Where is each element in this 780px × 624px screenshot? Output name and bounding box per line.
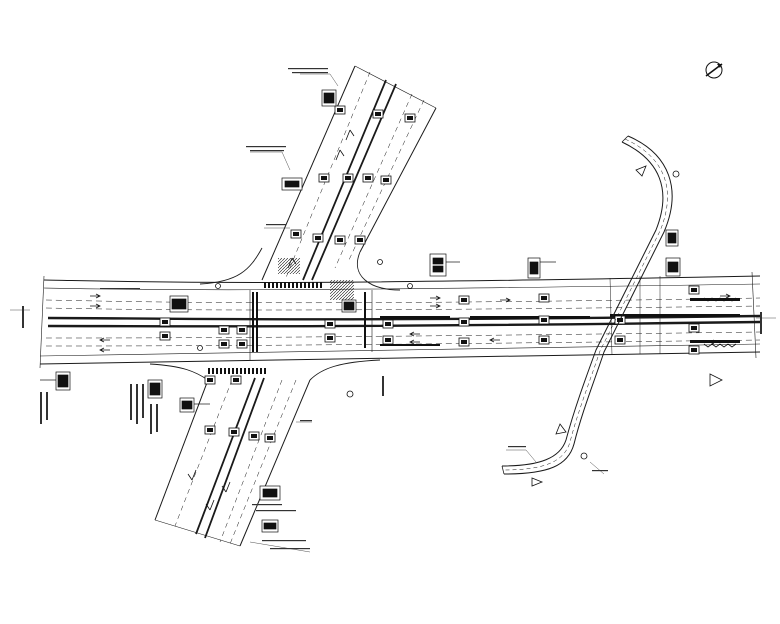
signal-heads — [159, 105, 700, 443]
annotation-text-marks — [22, 68, 762, 550]
ramp — [501, 135, 673, 475]
lane-arrows — [89, 129, 731, 511]
main-road — [39, 271, 761, 369]
sign-panels — [40, 89, 681, 533]
annotation-leaders — [10, 73, 776, 553]
direction-triangles — [531, 165, 723, 487]
north-arrow-icon — [705, 61, 723, 79]
crosswalks — [208, 258, 368, 374]
sign-posts — [197, 170, 680, 460]
median-markers — [380, 298, 740, 346]
crossing-road — [149, 65, 437, 547]
chevron-markings — [703, 297, 737, 348]
